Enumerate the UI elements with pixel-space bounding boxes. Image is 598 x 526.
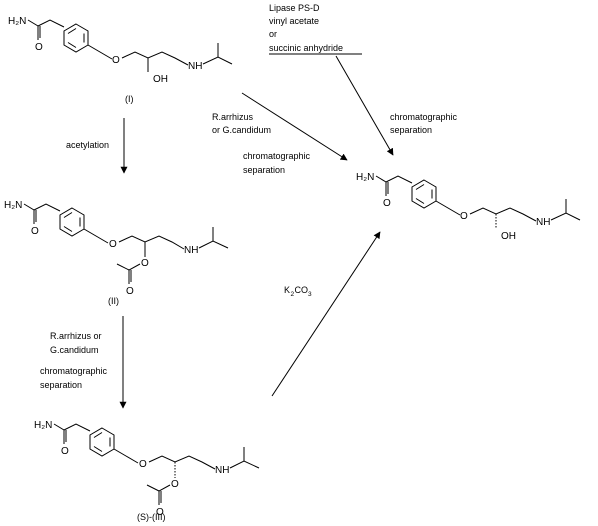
arrow-lipase-to-product <box>335 55 394 156</box>
chrom-mid-line2: separation <box>243 165 285 175</box>
enzyme-mid-line1: R.arrhizus <box>212 112 254 122</box>
amide-nh2-label: H₂N <box>4 200 22 211</box>
reagent-succinic-anhydride: succinic anhydride <box>269 43 343 53</box>
reagent-lipase: Lipase PS-D <box>269 3 320 13</box>
ether-oxygen: O <box>139 459 147 470</box>
enzyme-left-line1: R.arrhizus or <box>50 331 102 341</box>
ether-oxygen: O <box>112 55 120 66</box>
compound-II-label: (II) <box>108 296 119 306</box>
reagent-or: or <box>269 29 277 39</box>
compound-I: H₂N O O OH NH (I) <box>8 16 233 104</box>
amide-nh2-label: H₂N <box>8 16 26 27</box>
k2co3-sub3: 3 <box>308 291 312 298</box>
hydroxyl-label: OH <box>153 74 168 85</box>
amide-nh2-label: H₂N <box>356 172 374 183</box>
enzyme-mid-line2: or G.candidum <box>212 125 271 135</box>
chrom-left-line2: separation <box>40 380 82 390</box>
acetyl-oxygen: O <box>126 286 134 297</box>
amine-nh-label: NH <box>188 61 202 72</box>
ester-oxygen: O <box>141 258 149 269</box>
k2co3-k: K <box>284 285 290 295</box>
k2co3-co: CO <box>295 285 309 295</box>
step-acetylation: acetylation <box>66 140 109 150</box>
top-reagents: Lipase PS-D vinyl acetate or succinic an… <box>269 3 362 55</box>
enzyme-left-line2: G.candidum <box>50 345 99 355</box>
ether-oxygen: O <box>460 211 468 222</box>
chrom-mid-line1: chromatographic <box>243 151 311 161</box>
carbonyl-oxygen: O <box>383 198 391 209</box>
chrom-top-line2: separation <box>390 125 432 135</box>
k2co3-sub2: 2 <box>291 291 295 298</box>
acetyl-oxygen: O <box>156 507 164 518</box>
carbonyl-oxygen: O <box>31 226 39 237</box>
product-compound: H₂N O O OH NH <box>356 172 581 242</box>
compound-I-label: (I) <box>125 94 134 104</box>
amine-nh-label: NH <box>536 217 550 228</box>
carbonyl-oxygen: O <box>35 42 43 53</box>
amine-nh-label: NH <box>215 465 229 476</box>
amide-nh2-label: H₂N <box>34 420 52 431</box>
amine-nh-label: NH <box>184 245 198 256</box>
arrow-III-to-product <box>271 231 381 397</box>
chrom-top-line1: chromatographic <box>390 112 458 122</box>
hydroxyl-label: OH <box>501 231 516 242</box>
chrom-left-line1: chromatographic <box>40 366 108 376</box>
reagent-vinyl-acetate: vinyl acetate <box>269 16 319 26</box>
ether-oxygen: O <box>109 239 117 250</box>
arrow-I-to-product <box>241 92 348 161</box>
carbonyl-oxygen: O <box>61 446 69 457</box>
compound-S-III: H₂N O O O O NH (S)-(III) <box>34 420 260 522</box>
ester-oxygen: O <box>171 479 179 490</box>
compound-S-III-label: (S)-(III) <box>137 512 166 522</box>
compound-II: H₂N O O O O NH (II) <box>4 200 229 306</box>
k2co3-label: K 2 CO 3 <box>284 285 312 298</box>
